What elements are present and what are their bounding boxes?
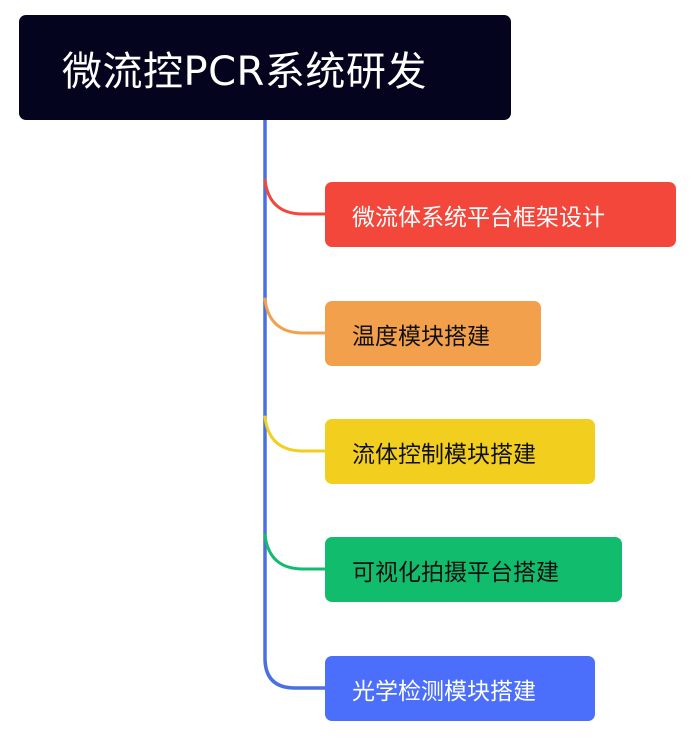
subtopic-label: 流体控制模块搭建 [352, 441, 536, 468]
trunk-connector [263, 118, 327, 690]
root-topic[interactable]: 微流控PCR系统研发 [19, 15, 511, 120]
branch-connector [263, 533, 327, 571]
subtopic-label: 光学检测模块搭建 [352, 678, 536, 705]
subtopic-temperature-module[interactable]: 温度模块搭建 [325, 301, 541, 366]
subtopic-label: 可视化拍摄平台搭建 [352, 559, 559, 586]
branch-connector [263, 297, 327, 335]
branch-connector [263, 415, 327, 453]
subtopic-microfluidic-platform-design[interactable]: 微流体系统平台框架设计 [325, 182, 676, 247]
subtopic-label: 温度模块搭建 [352, 323, 490, 350]
subtopic-visual-imaging-platform[interactable]: 可视化拍摄平台搭建 [325, 537, 622, 602]
subtopic-label: 微流体系统平台框架设计 [352, 204, 605, 231]
subtopic-optical-detection-module[interactable]: 光学检测模块搭建 [325, 656, 595, 721]
branch-connector [263, 178, 327, 216]
root-topic-label: 微流控PCR系统研发 [62, 48, 427, 95]
subtopic-fluid-control-module[interactable]: 流体控制模块搭建 [325, 419, 595, 484]
